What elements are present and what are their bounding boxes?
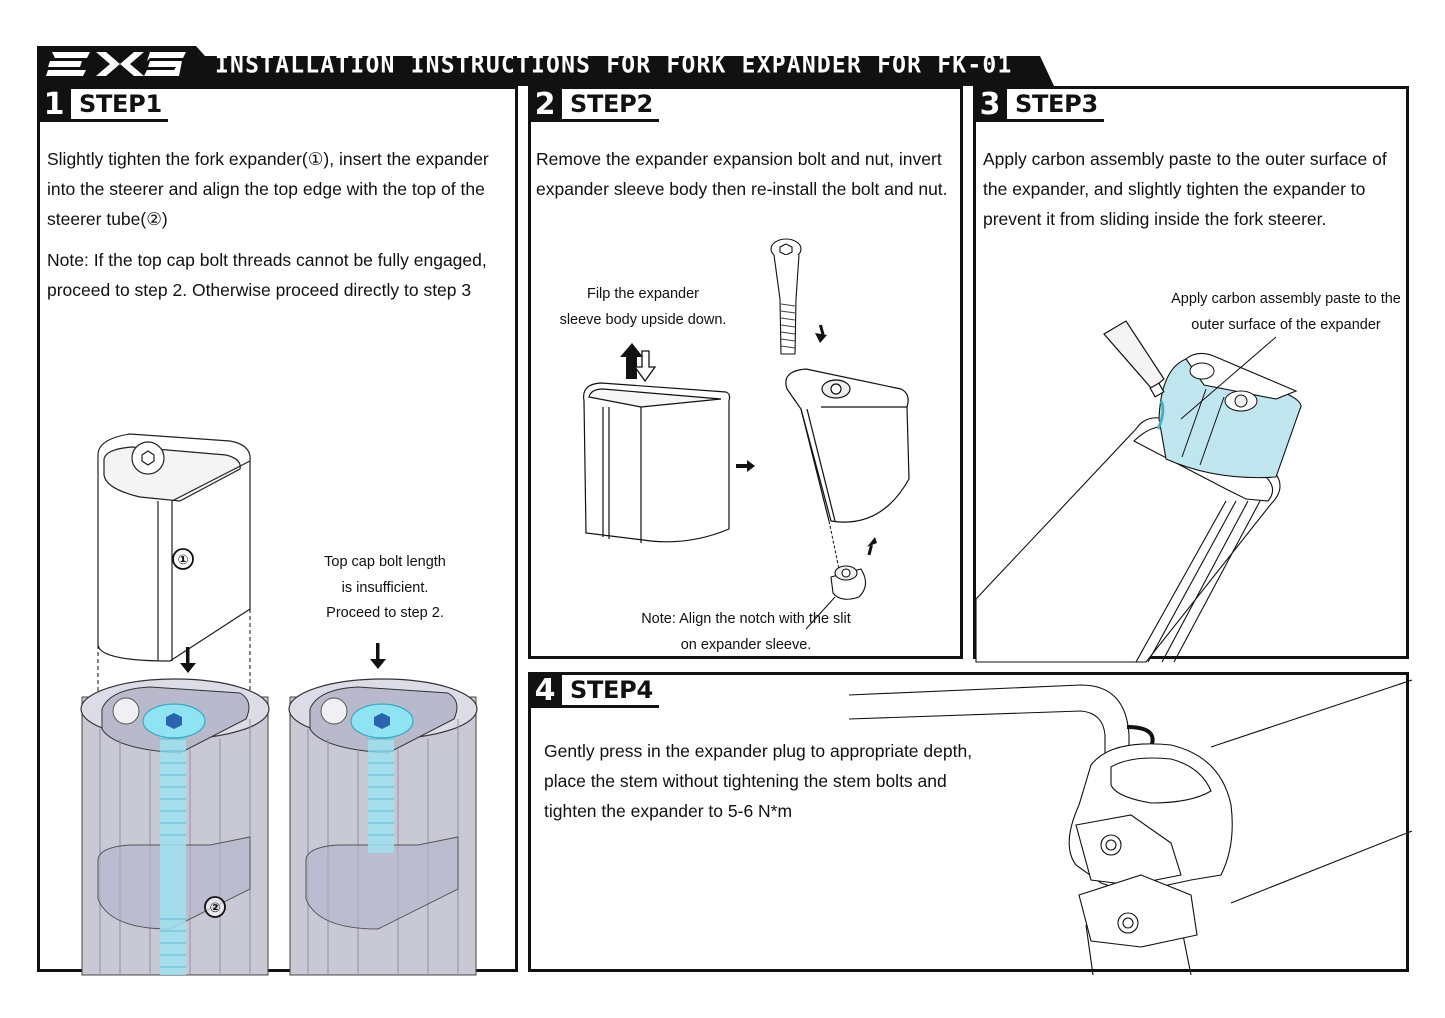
expander-with-paste: [1156, 352, 1302, 479]
step-number: 1: [37, 86, 71, 122]
step2-header: 2 STEP2: [528, 86, 659, 122]
text-line: tighten the expander to 5-6 N*m: [544, 801, 793, 821]
expander-flip-illustration: [583, 238, 910, 630]
step-label: STEP3: [1007, 86, 1104, 122]
step1-note: Note: If the top cap bolt threads cannot…: [47, 245, 487, 305]
step4-panel: 4 STEP4 Gently press in the expander plu…: [528, 672, 1413, 976]
flip-arrows-icon: [620, 343, 657, 383]
header-banner: [37, 46, 1054, 86]
hex-key: [848, 684, 1130, 785]
text-line: Proceed to step 2.: [326, 605, 444, 621]
step-number: 3: [973, 86, 1007, 122]
text-line: expander sleeve body then re-install the…: [536, 179, 948, 199]
step-number: 4: [528, 672, 562, 708]
step2-panel: 2 STEP2 Remove the expander expansion bo…: [528, 86, 963, 659]
svg-text:①: ①: [177, 553, 188, 568]
step-label: STEP4: [562, 672, 659, 708]
step2-instruction: Remove the expander expansion bolt and n…: [536, 144, 948, 204]
paste-application-illustration: [975, 320, 1302, 663]
stem-clamp: [1068, 743, 1233, 948]
text-line: is insufficient.: [341, 579, 429, 596]
text-line: proceed to step 2. Otherwise proceed dir…: [47, 280, 472, 300]
text-line: place the stem without tightening the st…: [544, 771, 947, 791]
expansion-bolt: [770, 238, 802, 355]
fork-expander-illustration: ①: [80, 433, 478, 976]
text-line: Remove the expander expansion bolt and n…: [536, 149, 942, 169]
text-line: steerer tube(②): [47, 209, 168, 229]
steerer-tube-right: [288, 678, 478, 976]
step3-header: 3 STEP3: [973, 86, 1104, 122]
stem-tightening-illustration: [848, 679, 1413, 976]
text-line: prevent it from sliding inside the fork …: [983, 209, 1327, 229]
down-arrow-icon: [180, 643, 386, 673]
step4-instruction: Gently press in the expander plug to app…: [544, 736, 972, 826]
text-line: the expander, and slightly tighten the e…: [983, 179, 1366, 199]
text-line: outer surface of the expander: [1191, 316, 1381, 333]
text-line: Note: If the top cap bolt threads cannot…: [47, 250, 487, 270]
step3-caption: Apply carbon assembly paste to the outer…: [1161, 287, 1411, 338]
text-line: Apply carbon assembly paste to the: [1171, 291, 1401, 307]
text-line: into the steerer and align the top edge …: [47, 179, 485, 199]
down-arrow-icon: [815, 324, 827, 343]
step1-instruction: Slightly tighten the fork expander(①), i…: [47, 144, 489, 234]
callout-2-icon: ②: [204, 896, 226, 918]
text-line: Top cap bolt length: [324, 554, 446, 570]
text-line: Filp the expander: [586, 286, 700, 302]
step4-header: 4 STEP4: [528, 672, 659, 708]
step-label: STEP2: [562, 86, 659, 122]
text-line: Gently press in the expander plug to app…: [544, 741, 973, 761]
step1-header: 1 STEP1: [37, 86, 168, 122]
exs-logo: [46, 52, 186, 76]
right-arrow-icon: [736, 460, 755, 472]
paste-tube-icon: [1103, 320, 1165, 398]
up-arrow-icon: [867, 537, 877, 556]
steerer-tube-left: ②: [80, 678, 270, 976]
inverted-sleeve-body: [785, 368, 910, 523]
step1-caption: Top cap bolt length is insufficient. Pro…: [280, 550, 490, 627]
text-line: Apply carbon assembly paste to the outer…: [983, 149, 1387, 169]
text-line: sleeve body upside down.: [559, 311, 727, 328]
expander-nut: [830, 565, 867, 600]
step3-panel: 3 STEP3 Apply carbon assembly paste to t…: [973, 86, 1411, 663]
text-line: Slightly tighten the fork expander(①), i…: [47, 149, 489, 169]
document-title: INSTALLATION INSTRUCTIONS FOR FORK EXPAN…: [215, 51, 1013, 79]
svg-text:②: ②: [209, 901, 220, 916]
step-number: 2: [528, 86, 562, 122]
text-line: on expander sleeve.: [680, 636, 812, 653]
callout-1-icon: ①: [172, 548, 194, 570]
text-line: Note: Align the notch with the slit: [641, 611, 851, 627]
sleeve-body: [583, 382, 731, 543]
step-label: STEP1: [71, 86, 168, 122]
step1-panel: 1 STEP1 Slightly tighten the fork expand…: [37, 86, 518, 976]
step2-flip-caption: Filp the expander sleeve body upside dow…: [543, 282, 743, 333]
step2-note-caption: Note: Align the notch with the slit on e…: [616, 607, 876, 658]
step3-instruction: Apply carbon assembly paste to the outer…: [983, 144, 1387, 234]
